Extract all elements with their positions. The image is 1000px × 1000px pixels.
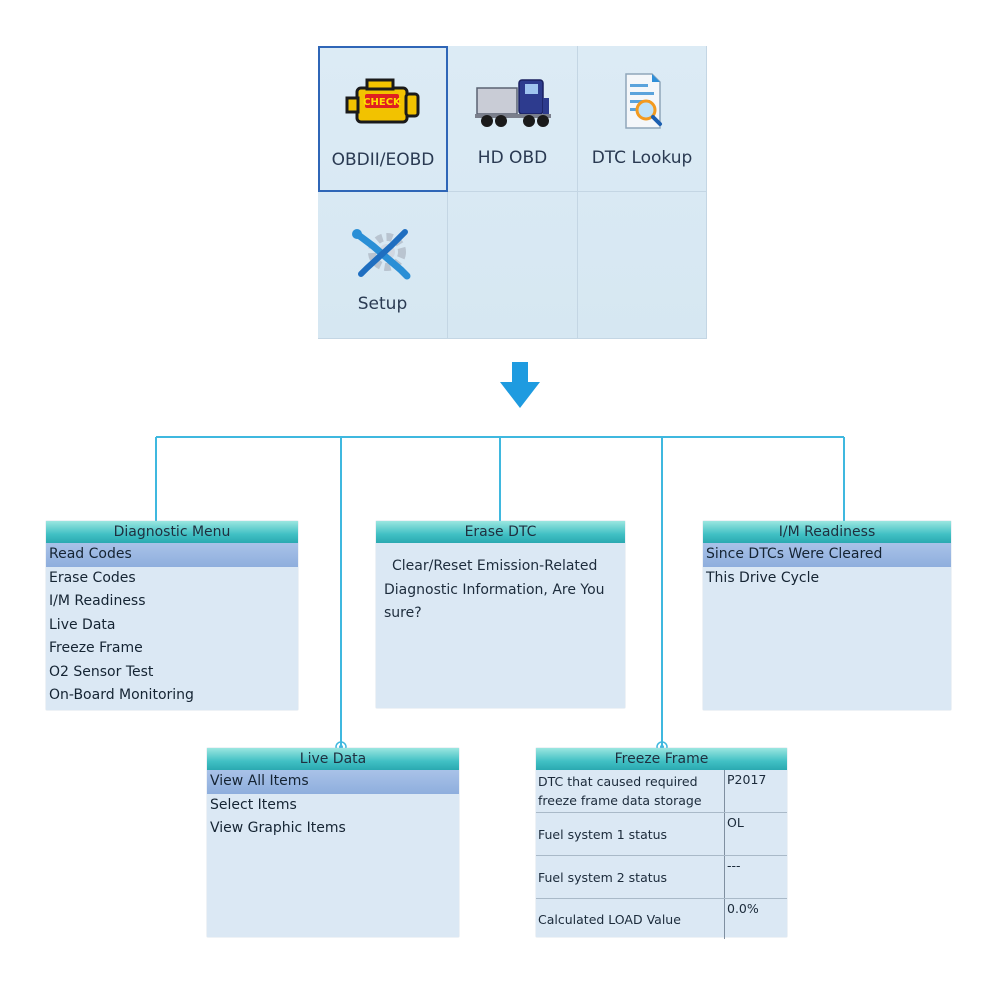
wrench-gear-icon	[351, 229, 410, 280]
menu-item-im-readiness[interactable]: I/M Readiness	[49, 593, 146, 609]
erase-dtc-screen: Erase DTC Clear/Reset Emission-Related D…	[376, 521, 625, 708]
menu-tile-dtc-lookup[interactable]: DTC Lookup	[578, 46, 707, 192]
screen-title: Live Data	[207, 748, 459, 770]
menu-tile-empty	[578, 192, 707, 339]
menu-tile-setup[interactable]: Setup	[318, 192, 448, 339]
im-readiness-screen: I/M Readiness Since DTCs Were Cleared Th…	[703, 521, 951, 710]
screen-title: Freeze Frame	[536, 748, 787, 770]
menu-item-select-items[interactable]: Select Items	[210, 796, 297, 813]
menu-item-erase-codes[interactable]: Erase Codes	[49, 569, 136, 586]
screen-title: Diagnostic Menu	[46, 521, 298, 543]
erase-confirm-message: Clear/Reset Emission-Related Diagnostic …	[376, 543, 625, 626]
document-search-icon	[625, 73, 662, 129]
param-value: ---	[724, 855, 787, 899]
screen-title: Erase DTC	[376, 521, 625, 543]
param-name: DTC that caused required freeze frame da…	[536, 770, 725, 813]
menu-item-since-dtcs-cleared[interactable]: Since DTCs Were Cleared	[703, 543, 951, 567]
menu-item-view-all-items[interactable]: View All Items	[207, 770, 459, 794]
message-line: sure?	[384, 605, 422, 621]
diagnostic-menu-screen: Diagnostic Menu Read Codes Erase Codes I…	[46, 521, 298, 710]
param-value: OL	[724, 812, 787, 856]
param-name-line: DTC that caused required	[538, 774, 698, 789]
menu-item-read-codes[interactable]: Read Codes	[46, 543, 298, 567]
menu-item-live-data[interactable]: Live Data	[49, 616, 116, 633]
menu-tile-empty	[448, 192, 578, 339]
menu-tile-label: Setup	[357, 294, 408, 314]
freeze-frame-screen: Freeze Frame DTC that caused required fr…	[536, 748, 787, 939]
truck-icon	[474, 79, 551, 127]
down-arrow-icon	[500, 362, 540, 408]
message-line: Diagnostic Information, Are You	[384, 581, 605, 598]
menu-item-this-drive-cycle[interactable]: This Drive Cycle	[706, 569, 820, 586]
live-data-screen: Live Data View All Items Select Items Vi…	[207, 748, 459, 937]
menu-item-freeze-frame[interactable]: Freeze Frame	[49, 640, 143, 656]
table-row: DTC that caused required freeze frame da…	[536, 770, 787, 813]
param-value: P2017	[724, 770, 787, 813]
param-name: Fuel system 2 status	[536, 855, 725, 899]
table-row: Fuel system 1 status OL	[536, 812, 787, 856]
param-name: Calculated LOAD Value	[538, 911, 681, 927]
menu-tile-label: DTC Lookup	[591, 148, 693, 168]
param-value: 0.0%	[724, 898, 787, 939]
menu-tile-obdii-eobd[interactable]: CHECK OBDII/EOBD	[318, 46, 448, 192]
main-menu-screen: CHECK OBDII/EOBD HD OBD DTC Lookup	[318, 46, 707, 339]
table-row: Fuel system 2 status ---	[536, 855, 787, 899]
screen-title: I/M Readiness	[703, 521, 951, 543]
param-name: Fuel system 1 status	[536, 812, 725, 856]
message-line: Clear/Reset Emission-Related	[392, 558, 598, 574]
table-row: Calculated LOAD Value 0.0%	[536, 898, 787, 939]
menu-item-view-graphic-items[interactable]: View Graphic Items	[210, 820, 346, 836]
menu-tile-hd-obd[interactable]: HD OBD	[448, 46, 578, 192]
check-badge: CHECK	[363, 97, 402, 108]
param-name-line: freeze frame data storage	[538, 793, 702, 808]
check-engine-icon: CHECK	[345, 78, 420, 124]
freeze-frame-table: DTC that caused required freeze frame da…	[536, 770, 787, 939]
menu-item-on-board-monitoring[interactable]: On-Board Monitoring	[49, 687, 194, 703]
menu-item-o2-sensor-test[interactable]: O2 Sensor Test	[49, 663, 154, 680]
menu-tile-label: OBDII/EOBD	[331, 150, 435, 170]
menu-tile-label: HD OBD	[477, 148, 548, 168]
